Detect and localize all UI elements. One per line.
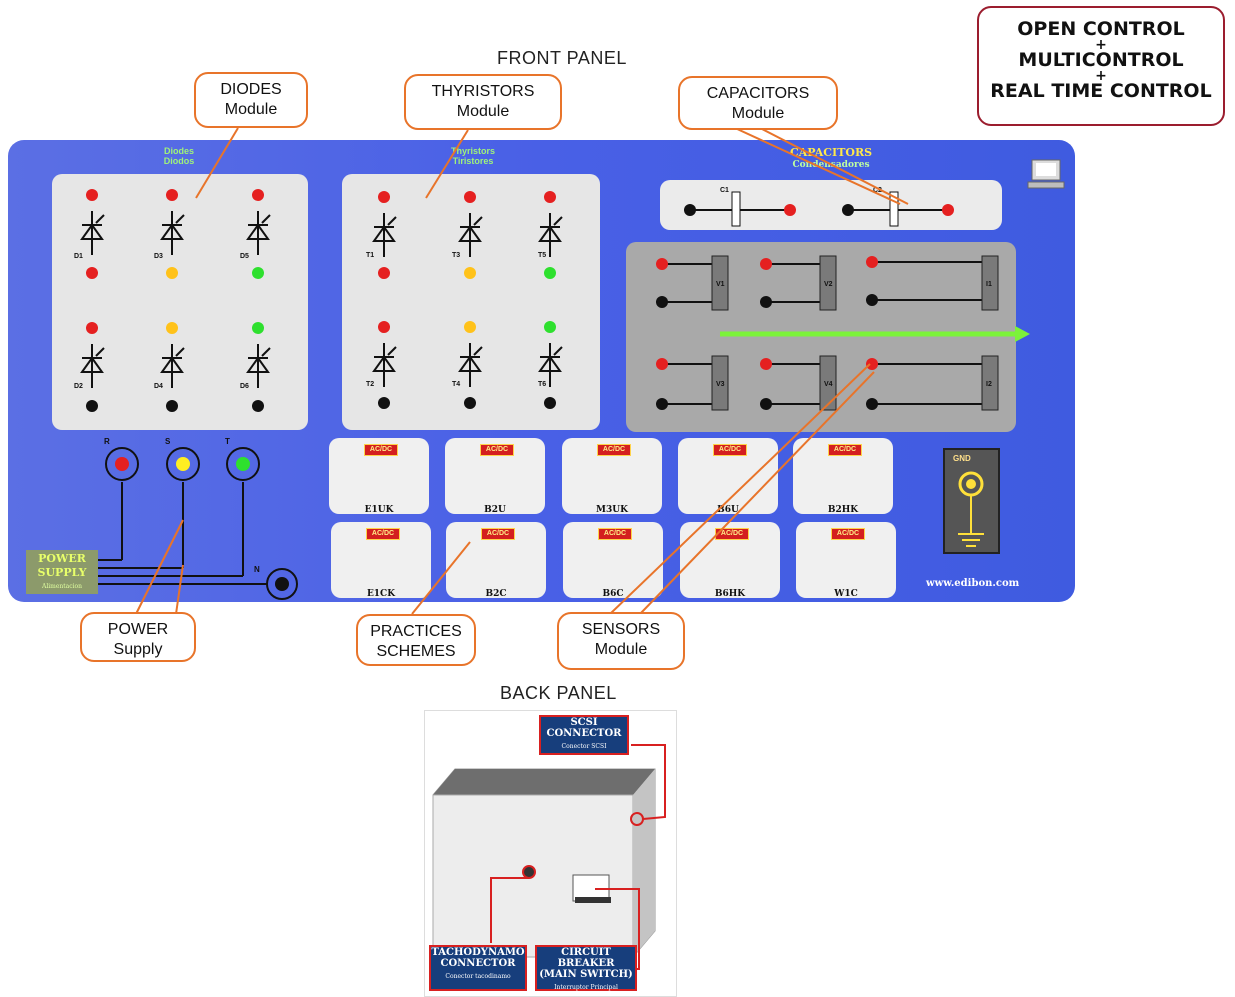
diodes-module-box <box>52 174 308 430</box>
thyristor-label-t6: T6 <box>538 381 546 388</box>
cap-label-c2: C2 <box>873 187 882 194</box>
sensor-grid <box>662 261 990 405</box>
capacitor-row: C1 C2 <box>684 187 954 227</box>
badge-line-1: OPEN CONTROL <box>1017 18 1185 40</box>
gnd-terminal <box>958 471 984 547</box>
phase-label-s: S <box>165 437 171 446</box>
thyristor-grid <box>373 191 563 409</box>
diode-label-d1: D1 <box>74 253 83 260</box>
thyristor-label-t3: T3 <box>452 252 460 259</box>
sensor-label-i1: I1 <box>986 281 992 288</box>
sensor-label-v4: V4 <box>824 381 833 388</box>
callout-lines <box>135 127 909 615</box>
phase-label-r: R <box>104 437 110 446</box>
thyristor-label-t2: T2 <box>366 381 374 388</box>
back-panel-title: BACK PANEL <box>500 683 617 703</box>
computer-icon <box>1027 159 1065 189</box>
thyristor-label-t1: T1 <box>366 252 374 259</box>
diode-grid <box>81 189 271 412</box>
badge-plus-2: + <box>1095 68 1107 84</box>
sensor-label-v3: V3 <box>716 381 725 388</box>
phase-label-t: T <box>225 437 230 446</box>
badge-line-3: REAL TIME CONTROL <box>990 80 1212 102</box>
badge-line-2: MULTICONTROL <box>1018 49 1184 71</box>
website-url: www.edibon.com <box>926 578 1020 589</box>
circuit-breaker-tag: CIRCUIT BREAKER(MAIN SWITCH) Interruptor… <box>535 945 637 991</box>
diode-label-d4: D4 <box>154 383 163 390</box>
front-panel-title: FRONT PANEL <box>497 48 627 68</box>
control-badge: OPEN CONTROL + MULTICONTROL + REAL TIME … <box>977 6 1225 126</box>
badge-plus-1: + <box>1095 37 1107 53</box>
diode-label-d5: D5 <box>240 253 249 260</box>
diode-label-d3: D3 <box>154 253 163 260</box>
diode-label-d2: D2 <box>74 383 83 390</box>
cap-label-c1: C1 <box>720 187 729 194</box>
thyristor-label-t4: T4 <box>452 381 460 388</box>
phase-terminals <box>98 447 298 600</box>
diode-label-d6: D6 <box>240 383 249 390</box>
sensor-label-v2: V2 <box>824 281 833 288</box>
thyristor-label-t5: T5 <box>538 252 546 259</box>
neutral-label: N <box>254 565 260 574</box>
sensor-label-i2: I2 <box>986 381 992 388</box>
sensor-label-v1: V1 <box>716 281 725 288</box>
